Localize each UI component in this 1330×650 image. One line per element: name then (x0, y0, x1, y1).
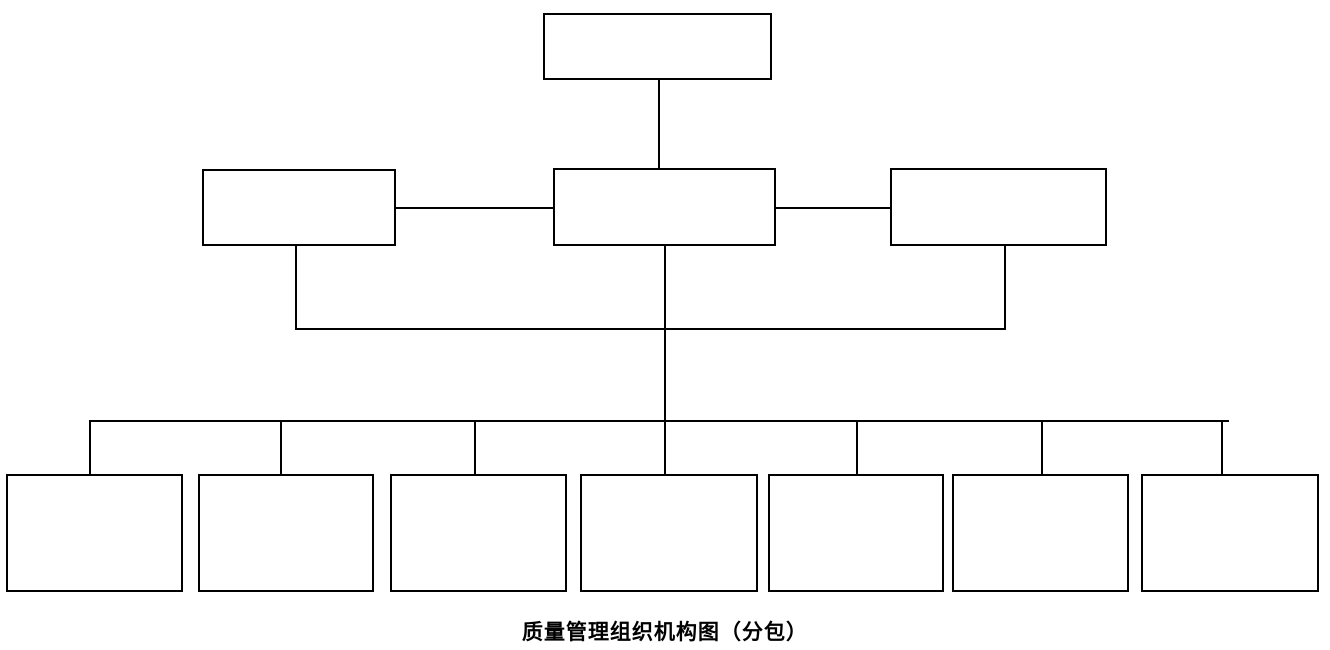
org-node-bottom-3[interactable] (390, 474, 567, 592)
org-node-middle-right[interactable] (890, 168, 1107, 246)
connector-bottom-stem-1 (89, 420, 91, 475)
connector-left-to-center (396, 207, 553, 209)
connector-bottom-stem-3 (474, 420, 476, 475)
org-node-bottom-4[interactable] (580, 474, 758, 592)
org-node-middle-left[interactable] (202, 169, 396, 246)
connector-bottom-bar (90, 420, 1229, 422)
org-node-bottom-6[interactable] (952, 474, 1129, 592)
connector-right-drop (1004, 246, 1006, 330)
org-node-bottom-5[interactable] (768, 474, 944, 592)
org-node-bottom-7[interactable] (1141, 474, 1319, 592)
connector-bottom-stem-7 (1221, 420, 1223, 475)
org-node-bottom-1[interactable] (6, 474, 183, 592)
connector-center-spine (664, 246, 666, 475)
connector-bottom-stem-4 (664, 420, 666, 475)
connector-center-to-right (776, 207, 890, 209)
org-node-bottom-2[interactable] (198, 474, 374, 592)
connector-top-to-center (658, 80, 660, 168)
connector-bottom-stem-6 (1041, 420, 1043, 475)
connector-left-drop (295, 246, 297, 330)
org-node-middle-center[interactable] (553, 168, 776, 246)
connector-bottom-stem-2 (280, 420, 282, 475)
diagram-caption: 质量管理组织机构图（分包） (522, 620, 808, 644)
connector-bottom-stem-5 (856, 420, 858, 475)
connector-middle-bracket (295, 328, 1006, 330)
org-node-top[interactable] (543, 13, 772, 80)
